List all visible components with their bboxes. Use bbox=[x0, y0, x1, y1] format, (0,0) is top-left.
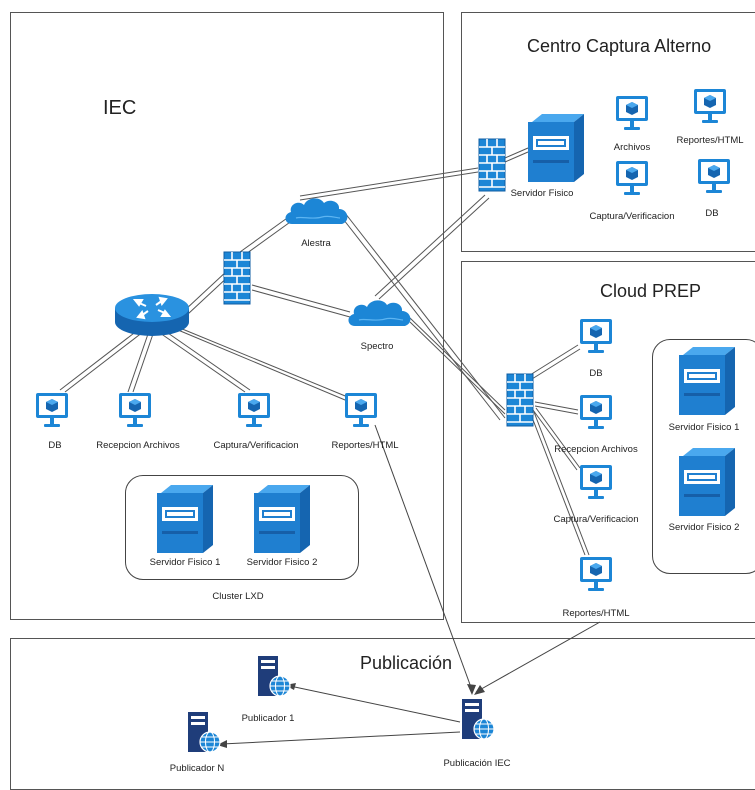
alterno-servidor-icon bbox=[526, 112, 586, 184]
alterno-db-monitor-icon bbox=[697, 158, 731, 196]
iec-reportes-monitor-icon bbox=[344, 392, 378, 430]
cloud-servers-group bbox=[652, 339, 755, 574]
alterno-reportes-label: Reportes/HTML bbox=[676, 135, 744, 146]
cloud-captura-label: Captura/Verificacion bbox=[553, 514, 639, 525]
router-icon bbox=[113, 290, 191, 338]
cloud-firewall-icon bbox=[505, 372, 535, 428]
publicador1-server-icon bbox=[256, 654, 292, 700]
alterno-firewall-icon bbox=[477, 137, 507, 193]
spectro-label: Spectro bbox=[360, 341, 394, 352]
iec-recepcion-monitor-icon bbox=[118, 392, 152, 430]
iec-captura-label: Captura/Verificacion bbox=[213, 440, 299, 451]
publicador1-label: Publicador 1 bbox=[241, 713, 295, 724]
cloud-db-monitor-icon bbox=[579, 318, 613, 356]
publicacion-title: Publicación bbox=[360, 653, 453, 673]
alterno-db-label: DB bbox=[705, 208, 719, 219]
cloud-recepcion-label: Recepcion Archivos bbox=[554, 444, 638, 455]
alterno-captura-monitor-icon bbox=[615, 160, 649, 198]
cloud-reportes-label: Reportes/HTML bbox=[562, 608, 630, 619]
cloud-servidor2-label: Servidor Fisico 2 bbox=[668, 522, 740, 533]
iec-recepcion-label: Recepcion Archivos bbox=[96, 440, 180, 451]
cloud-servidor1-icon bbox=[677, 345, 737, 417]
alestra-cloud-icon bbox=[282, 194, 352, 228]
cloud-title: Cloud PREP bbox=[600, 281, 702, 301]
alestra-label: Alestra bbox=[301, 238, 331, 249]
iec-db-monitor-icon bbox=[35, 392, 69, 430]
iec-servidor2-icon bbox=[252, 483, 312, 555]
cloud-reportes-monitor-icon bbox=[579, 556, 613, 594]
iec-servidor2-label: Servidor Fisico 2 bbox=[246, 557, 318, 568]
alterno-archivos-monitor-icon bbox=[615, 95, 649, 133]
cloud-recepcion-monitor-icon bbox=[579, 394, 613, 432]
alterno-reportes-monitor-icon bbox=[693, 88, 727, 126]
publicadorN-label: Publicador N bbox=[169, 763, 225, 774]
spectro-cloud-icon bbox=[345, 296, 415, 330]
cloud-db-label: DB bbox=[589, 368, 603, 379]
publicadorN-server-icon bbox=[186, 710, 222, 756]
cluster-lxd-label: Cluster LXD bbox=[212, 591, 264, 602]
cloud-servidor2-icon bbox=[677, 446, 737, 518]
publicacion-iec-label: Publicación IEC bbox=[443, 758, 511, 769]
iec-title: IEC bbox=[103, 97, 137, 119]
alterno-servidor-label: Servidor Fisico bbox=[510, 188, 574, 199]
alterno-archivos-label: Archivos bbox=[613, 142, 651, 153]
cluster-lxd-group bbox=[125, 475, 359, 580]
publicacion-iec-server-icon bbox=[460, 697, 496, 743]
iec-db-label: DB bbox=[48, 440, 62, 451]
iec-servidor1-label: Servidor Fisico 1 bbox=[149, 557, 221, 568]
iec-servidor1-icon bbox=[155, 483, 215, 555]
iec-reportes-label: Reportes/HTML bbox=[331, 440, 399, 451]
iec-captura-monitor-icon bbox=[237, 392, 271, 430]
iec-firewall-icon bbox=[222, 250, 252, 306]
cloud-captura-monitor-icon bbox=[579, 464, 613, 502]
alterno-captura-label: Captura/Verificacion bbox=[589, 211, 675, 222]
alterno-zone bbox=[461, 12, 755, 252]
cloud-servidor1-label: Servidor Fisico 1 bbox=[668, 422, 740, 433]
alterno-title: Centro Captura Alterno bbox=[527, 36, 712, 56]
